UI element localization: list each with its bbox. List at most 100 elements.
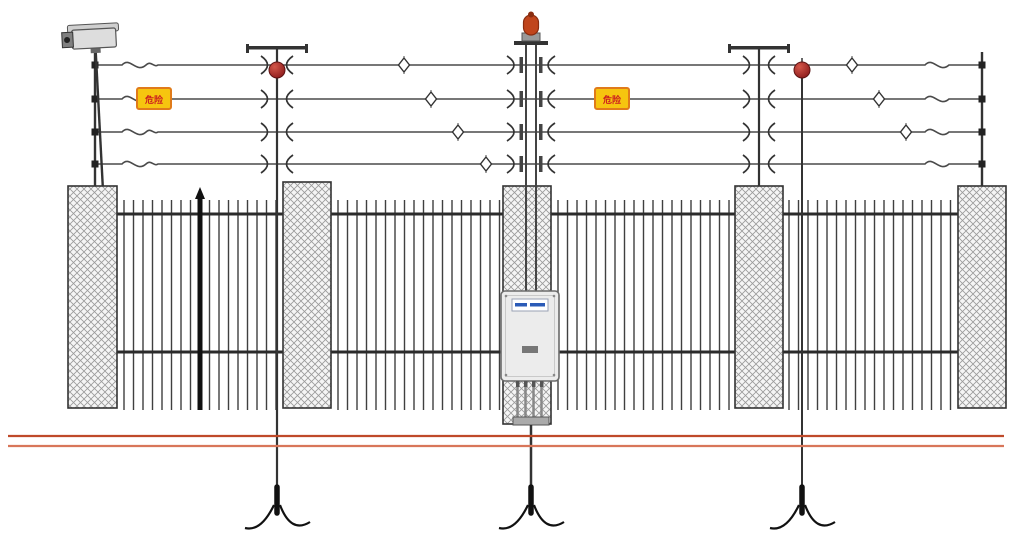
bow-insulator-icon <box>767 55 776 75</box>
earth-rod-root <box>769 504 800 530</box>
alarm-beacon <box>521 11 541 42</box>
earth-rod-root <box>803 504 836 527</box>
wire-clamp <box>978 160 986 168</box>
bow-insulator-icon <box>506 89 515 109</box>
tension-sphere <box>268 61 286 79</box>
bow-insulator-icon <box>547 154 556 174</box>
wire-clamp <box>978 128 986 136</box>
diamond-insulator-icon <box>845 56 859 74</box>
diamond-insulator-icon <box>424 90 438 108</box>
insulator-plate <box>539 156 543 172</box>
bow-insulator-icon <box>506 55 515 75</box>
bow-insulator-icon <box>506 154 515 174</box>
beacon-dome <box>522 14 540 36</box>
bow-insulator-icon <box>285 89 294 109</box>
bow-insulator-icon <box>260 122 269 142</box>
bow-insulator-icon <box>285 154 294 174</box>
mesh-pillar <box>957 185 1007 409</box>
bow-insulator-icon <box>547 122 556 142</box>
bow-insulator-icon <box>742 154 751 174</box>
pole-crossbar <box>514 41 548 45</box>
sphere-icon <box>793 61 811 79</box>
bow-insulator-icon <box>742 89 751 109</box>
fence-posts <box>91 44 986 487</box>
mesh-pillar <box>282 181 332 409</box>
insulator-plate <box>519 124 523 140</box>
beacon-cap <box>528 11 534 18</box>
conduit-collar <box>512 416 550 426</box>
bow-insulator-icon <box>547 89 556 109</box>
cable-gland <box>524 381 528 387</box>
wire-clamp <box>978 95 986 103</box>
earth-rod-root <box>244 504 275 530</box>
energizer-control-box <box>500 290 560 382</box>
t-top-post <box>246 44 308 487</box>
t-bar <box>247 46 307 50</box>
insulator-plate <box>539 124 543 140</box>
bow-insulator-icon <box>742 122 751 142</box>
earth-rod-root <box>498 504 529 530</box>
camera-lens-glass <box>64 36 71 43</box>
mesh-pillar <box>734 185 784 409</box>
box-screw <box>504 373 508 377</box>
camera-body <box>71 27 117 50</box>
bow-insulator-icon <box>260 89 269 109</box>
electric-fence-wires <box>95 61 982 168</box>
tension-sphere <box>793 61 811 79</box>
box-vent <box>522 346 538 353</box>
bow-insulator-icon <box>767 89 776 109</box>
box-screw <box>552 373 556 377</box>
bow-insulator-icon <box>506 122 515 142</box>
high-voltage-warning-sign: 危险 <box>594 87 630 110</box>
bow-insulator-icon <box>285 122 294 142</box>
inline-insulators <box>397 56 913 173</box>
camera-mast <box>94 49 104 186</box>
warning-sign-plate <box>594 87 630 110</box>
cable-gland <box>516 381 520 387</box>
diamond-insulator-icon <box>451 123 465 141</box>
insulator-plate <box>519 91 523 107</box>
bow-insulator-icon <box>742 55 751 75</box>
insulator-plate <box>519 57 523 73</box>
bow-insulator-icon <box>767 154 776 174</box>
box-shell <box>500 290 560 382</box>
bow-insulator-icon <box>285 55 294 75</box>
earth-rod-root <box>278 504 311 527</box>
cctv-camera <box>61 22 120 186</box>
bow-insulator-icon <box>547 55 556 75</box>
diamond-insulator-icon <box>397 56 411 74</box>
wire-clamp <box>91 61 99 69</box>
t-top-post <box>728 44 790 186</box>
warning-sign-text: 危险 <box>602 94 622 106</box>
electric-fence-wire <box>95 128 982 136</box>
bow-insulator-icon <box>260 55 269 75</box>
cable-gland <box>540 381 544 387</box>
diamond-insulator-icon <box>899 123 913 141</box>
dark-picket-post <box>195 187 205 410</box>
diamond-insulator-icon <box>872 90 886 108</box>
wire-clamp <box>91 128 99 136</box>
earth-rods <box>244 484 836 530</box>
ground-lines <box>8 434 1004 448</box>
box-screw <box>504 294 508 298</box>
insulator-plate <box>539 57 543 73</box>
bow-insulator-icon <box>260 154 269 174</box>
electric-fence-wire <box>95 95 982 103</box>
wire-clamp <box>978 61 986 69</box>
wire-clamp <box>91 95 99 103</box>
warning-sign-text: 危险 <box>144 94 164 106</box>
electric-fence-wire <box>95 61 982 69</box>
warning-sign-plate <box>136 87 172 110</box>
t-bar <box>729 46 789 50</box>
earth-rod-root <box>532 504 565 527</box>
wire-clamp <box>91 160 99 168</box>
cable-gland <box>532 381 536 387</box>
mesh-pillar <box>67 185 118 409</box>
insulator-plate <box>539 91 543 107</box>
center-pole <box>506 41 556 292</box>
sphere-icon <box>268 61 286 79</box>
palisade-fence <box>117 187 958 410</box>
diamond-insulator-icon <box>479 155 493 173</box>
